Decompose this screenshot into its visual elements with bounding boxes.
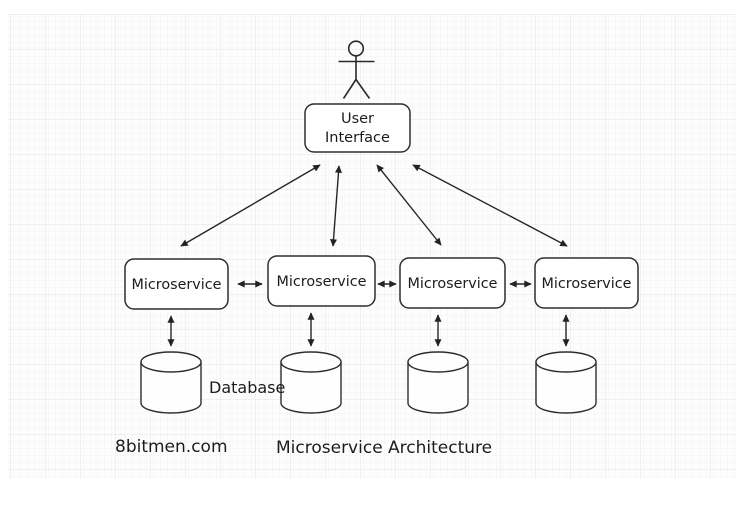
microservice-box-1: Microservice: [124, 258, 229, 310]
microservice-label: Microservice: [132, 277, 222, 293]
arrow-ui-ms4: [412, 164, 568, 247]
user-actor-icon: [338, 40, 375, 99]
microservice-label: Microservice: [408, 276, 498, 292]
diagram-caption: Microservice Architecture: [276, 438, 492, 458]
database-cylinder-2: [280, 351, 342, 414]
graph-paper-background: [8, 14, 736, 478]
database-cylinder-4: [535, 351, 597, 414]
arrow-ui-ms2: [330, 165, 342, 247]
microservice-label: Microservice: [277, 274, 367, 290]
database-cylinder-1: [140, 351, 202, 414]
microservice-box-3: Microservice: [399, 257, 506, 309]
database-cylinder-3: [407, 351, 469, 414]
microservice-label: Microservice: [542, 276, 632, 292]
watermark-text: 8bitmen.com: [115, 437, 228, 457]
database-label: Database: [209, 378, 285, 397]
user-interface-label-line1: User: [341, 111, 374, 127]
user-interface-label-line2: Interface: [325, 130, 390, 146]
microservice-box-4: Microservice: [534, 257, 639, 309]
user-interface-box: User Interface: [304, 103, 411, 153]
microservice-box-2: Microservice: [267, 255, 376, 307]
ui-to-microservice-arrows: [180, 164, 568, 247]
microservice-to-database-arrows: [167, 312, 570, 347]
arrow-ui-ms1: [180, 164, 321, 247]
